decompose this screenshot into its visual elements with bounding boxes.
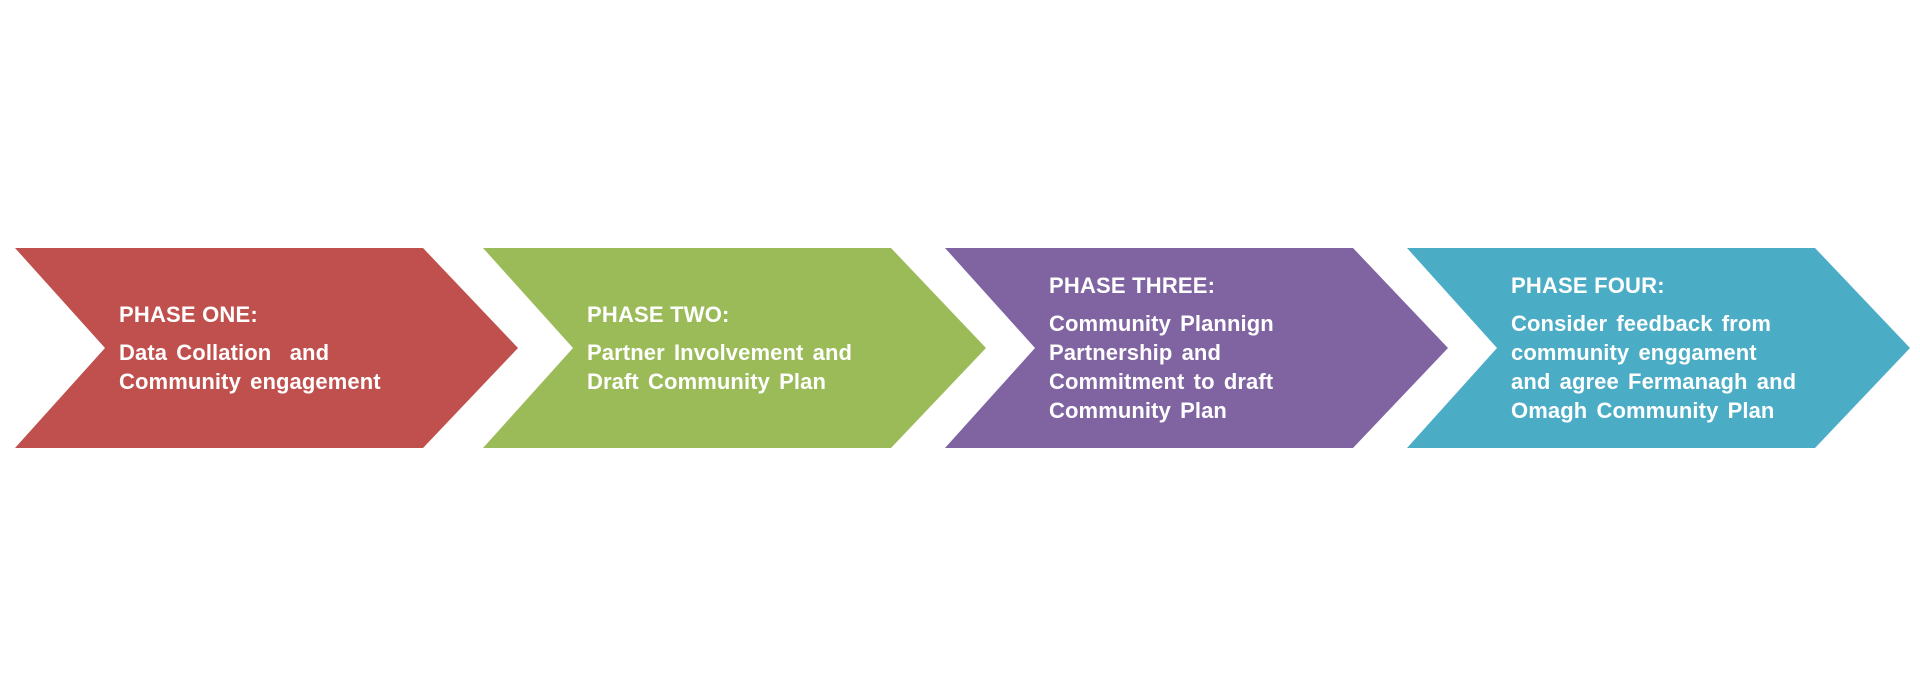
phase-description-line: Community engagement xyxy=(119,369,381,394)
phase-description-line: Data Collation and xyxy=(119,340,330,365)
phase-description-line: community enggament xyxy=(1511,340,1757,365)
phase-description-line: Partner Involvement and xyxy=(587,340,853,365)
phase-description-line: Consider feedback from xyxy=(1511,311,1772,336)
phase-description-line: Omagh Community Plan xyxy=(1511,398,1775,423)
phase-description-line: Partnership and xyxy=(1049,340,1221,365)
phase-description-line: Draft Community Plan xyxy=(587,369,827,394)
phase-one-description: Data Collation and Community engagement xyxy=(119,338,472,396)
phase-four-title: PHASE FOUR: xyxy=(1511,273,1665,298)
phase-three-chevron: PHASE THREE: Community Plannign Partners… xyxy=(945,248,1448,448)
phase-two-chevron: PHASE TWO: Partner Involvement and Draft… xyxy=(483,248,986,448)
phase-two-title: PHASE TWO: xyxy=(587,302,730,327)
phase-description-line: Commitment to draft xyxy=(1049,369,1274,394)
phase-three-title: PHASE THREE: xyxy=(1049,273,1216,298)
phase-three-description: Community Plannign Partnership and Commi… xyxy=(1049,309,1402,425)
phase-four-description: Consider feedback from community enggame… xyxy=(1511,309,1864,425)
phase-four-chevron: PHASE FOUR: Consider feedback from commu… xyxy=(1407,248,1910,448)
phase-one-chevron: PHASE ONE: Data Collation and Community … xyxy=(15,248,518,448)
phase-description-line: Community Plan xyxy=(1049,398,1227,423)
phase-description-line: and agree Fermanagh and xyxy=(1511,369,1797,394)
phase-two-description: Partner Involvement and Draft Community … xyxy=(587,338,940,396)
phase-one-title: PHASE ONE: xyxy=(119,302,258,327)
phase-description-line: Community Plannign xyxy=(1049,311,1274,336)
